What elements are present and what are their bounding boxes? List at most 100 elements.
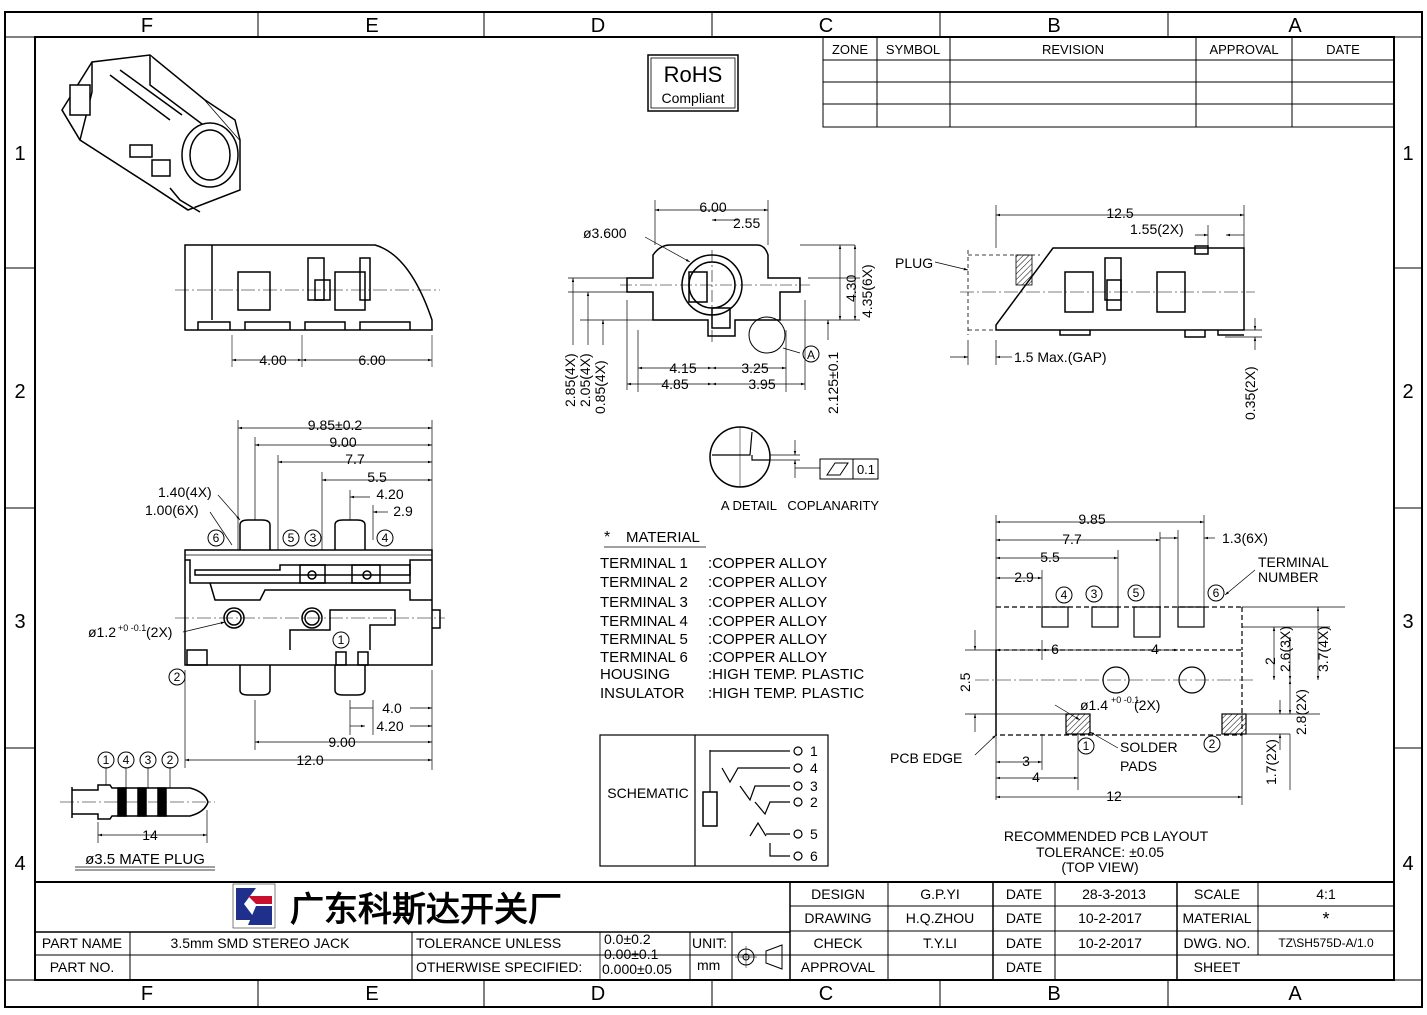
zone-top-e: E — [365, 15, 378, 37]
bottom-view-dims — [182, 420, 433, 770]
schem-pin-1: 1 — [810, 743, 818, 759]
material-mat-5: :COPPER ALLOY — [708, 631, 827, 648]
zone-left-2: 2 — [14, 381, 25, 403]
scale-label: SCALE — [1194, 886, 1240, 902]
zone-top-a: A — [1288, 15, 1302, 37]
dim-pcb-3-7: 3.7(4X) — [1315, 626, 1331, 672]
approval-label: APPROVAL — [801, 959, 876, 975]
part-no-label: PART NO. — [50, 959, 115, 975]
material-table: * MATERIAL TERMINAL 1 :COPPER ALLOY TERM… — [600, 529, 864, 702]
zone-right-2: 2 — [1402, 381, 1413, 403]
terminal-number-label-1: TERMINAL — [1258, 554, 1329, 570]
material-mat-8: :HIGH TEMP. PLASTIC — [708, 685, 864, 702]
material-mat-4: :COPPER ALLOY — [708, 613, 827, 630]
material-value: * — [1322, 909, 1329, 929]
tolerance-3: 0.000±0.05 — [602, 961, 672, 977]
terminal-number-label-2: NUMBER — [1258, 569, 1319, 585]
dim-pcb-hole-count: (2X) — [1134, 697, 1160, 713]
dim-bottom-9-00: 9.00 — [329, 434, 356, 450]
drawing-frame — [4, 11, 1423, 1008]
dim-bottom-4-20: 4.20 — [376, 486, 403, 502]
bottom-view — [175, 519, 445, 696]
date-value-3: 10-2-2017 — [1078, 935, 1142, 951]
dim-front-3-95: 3.95 — [748, 376, 775, 392]
dim-front-4-15: 4.15 — [669, 360, 696, 376]
design-value: G.P.YI — [920, 886, 959, 902]
material-part-6: TERMINAL 6 — [600, 649, 688, 666]
sheet-label: SHEET — [1194, 959, 1241, 975]
company-name: 广东科斯达开关厂 — [290, 890, 562, 929]
dim-bottom-hole-tol: +0 -0.1 — [118, 623, 146, 633]
bottom-view-pin-markers: 6 5 3 4 1 2 — [168, 529, 394, 686]
zone-right-4: 4 — [1402, 853, 1413, 875]
revision-table: ZONE SYMBOL REVISION APPROVAL DATE — [822, 36, 1395, 128]
dim-pcb-1-3: 1.3(6X) — [1222, 530, 1268, 546]
rohs-mark: RoHS Compliant — [647, 54, 739, 112]
dwg-no-label: DWG. NO. — [1184, 935, 1251, 951]
zone-left-1: 1 — [14, 143, 25, 165]
pcb-layout — [975, 606, 1255, 736]
material-part-3: TERMINAL 3 — [600, 594, 688, 611]
dim-front-2-125: 2.125±0.1 — [825, 352, 841, 414]
dim-pcb-5-5: 5.5 — [1040, 549, 1060, 565]
schematic-label: SCHEMATIC — [607, 785, 688, 801]
rev-header-date: DATE — [1326, 42, 1360, 57]
dim-front-4-85: 4.85 — [661, 376, 688, 392]
pin-3-bv: 3 — [310, 531, 317, 545]
front-view — [620, 244, 810, 354]
side-view-dims — [934, 205, 1262, 365]
dim-bottom-12-0: 12.0 — [296, 752, 323, 768]
dim-front-3-25: 3.25 — [741, 360, 768, 376]
detail-a — [709, 426, 879, 488]
material-part-1: TERMINAL 1 — [600, 555, 688, 572]
zone-bottom-a: A — [1288, 983, 1302, 1005]
pcb-edge-label: PCB EDGE — [890, 750, 962, 766]
zone-left-4: 4 — [14, 853, 25, 875]
dim-side-1-55: 1.55(2X) — [1130, 221, 1184, 237]
dim-front-6-00: 6.00 — [699, 199, 726, 215]
solder-pads-label-2: PADS — [1120, 758, 1157, 774]
schem-pin-6: 6 — [810, 848, 818, 864]
dim-side-0-35: 0.35(2X) — [1242, 366, 1258, 420]
dwg-no-value: TZ\SH575D-A/1.0 — [1278, 936, 1374, 950]
material-mat-6: :COPPER ALLOY — [708, 649, 827, 666]
zone-left-3: 3 — [14, 611, 25, 633]
part-name-value: 3.5mm SMD STEREO JACK — [171, 935, 351, 951]
date-label-1: DATE — [1006, 886, 1042, 902]
dim-pcb-hole: ø1.4 — [1080, 697, 1108, 713]
pin-2-plug: 2 — [167, 753, 174, 767]
schem-pin-4: 4 — [810, 760, 818, 776]
dim-pcb-2-6: 2.6(3X) — [1277, 626, 1293, 672]
dim-front-4-35: 4.35(6X) — [859, 264, 875, 318]
dim-side-12-5: 12.5 — [1106, 205, 1133, 221]
isometric-view — [61, 54, 241, 213]
dim-top-6-00: 6.00 — [358, 352, 385, 368]
dim-front-4-30: 4.30 — [843, 275, 859, 302]
dim-pcb-4b: 4 — [1032, 769, 1040, 785]
zone-top-c: C — [819, 15, 833, 37]
material-label: MATERIAL — [1183, 910, 1252, 926]
dim-front-0-85: 0.85(4X) — [592, 360, 608, 414]
dim-top-4-00: 4.00 — [259, 352, 286, 368]
tolerance-label-1: TOLERANCE UNLESS — [416, 935, 561, 951]
dim-side-gap: 1.5 Max.(GAP) — [1014, 349, 1107, 365]
tolerance-2: 0.00±0.1 — [604, 946, 659, 962]
date-value-1: 28-3-2013 — [1082, 886, 1146, 902]
dim-front-2-05: 2.05(4X) — [577, 353, 593, 407]
top-left-view — [175, 244, 440, 367]
callout-a: A — [802, 345, 820, 363]
rev-header-revision: REVISION — [1042, 42, 1104, 57]
pcb-title-2: TOLERANCE: ±0.05 — [1036, 844, 1164, 860]
pin-6-bv: 6 — [213, 531, 220, 545]
tolerance-1: 0.0±0.2 — [604, 931, 651, 947]
dim-front-2-55: 2.55 — [733, 215, 760, 231]
material-mat-1: :COPPER ALLOY — [708, 555, 827, 572]
material-part-5: TERMINAL 5 — [600, 631, 688, 648]
dim-bottom-1-00: 1.00(6X) — [145, 502, 199, 518]
dim-bottom-hole-count: (2X) — [146, 624, 172, 640]
dim-pcb-9-85: 9.85 — [1078, 511, 1105, 527]
schem-pin-2: 2 — [810, 794, 818, 810]
material-mat-3: :COPPER ALLOY — [708, 594, 827, 611]
dim-pcb-2-5: 2.5 — [957, 672, 973, 692]
pcb-pin-6: 6 — [1213, 586, 1220, 600]
